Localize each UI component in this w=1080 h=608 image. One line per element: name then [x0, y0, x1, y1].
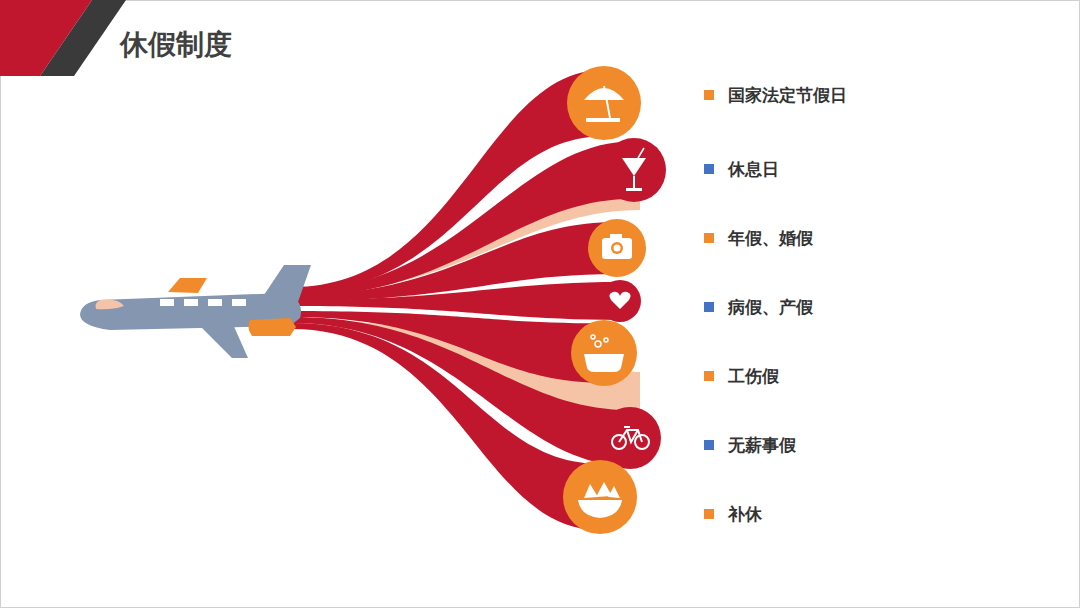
cocktail-icon	[622, 148, 646, 191]
bowl-icon	[578, 482, 622, 518]
icon-circle	[563, 460, 637, 534]
icon-circle	[599, 280, 641, 322]
icon-circle	[567, 66, 641, 140]
top-wing	[168, 278, 207, 293]
bullet-square	[704, 233, 714, 243]
window	[232, 299, 246, 306]
bullet-square	[704, 509, 714, 519]
bicycle-icon	[612, 427, 649, 449]
icon-circles	[563, 66, 666, 534]
cockpit	[96, 300, 125, 310]
ribbons	[292, 70, 640, 531]
heart-icon	[609, 292, 630, 309]
bathtub-icon	[584, 335, 624, 372]
icon-circle	[599, 407, 661, 469]
list-item: 休息日	[728, 158, 779, 181]
list-item: 国家法定节假日	[728, 84, 847, 107]
slide-title: 休假制度	[120, 26, 232, 64]
list-item: 无薪事假	[728, 434, 796, 457]
bullets	[704, 90, 714, 519]
list-item: 病假、产假	[728, 296, 813, 319]
list-item: 补休	[728, 503, 762, 526]
bullet-square	[704, 164, 714, 174]
bullet-square	[704, 440, 714, 450]
bullet-square	[704, 302, 714, 312]
list-item: 年假、婚假	[728, 227, 813, 250]
corner-band	[40, 0, 126, 76]
list-item: 工伤假	[728, 365, 779, 388]
airplane	[80, 265, 311, 358]
window	[184, 299, 198, 306]
icon-circle	[602, 138, 666, 202]
engine	[248, 318, 296, 336]
bullet-square	[704, 90, 714, 100]
icons	[578, 86, 649, 518]
wing	[196, 322, 248, 358]
bullet-square	[704, 371, 714, 381]
camera-icon	[602, 234, 632, 259]
icon-circle	[571, 320, 637, 386]
umbrella-icon	[584, 86, 624, 122]
window	[160, 299, 174, 306]
ribbon	[292, 323, 600, 530]
icon-circle	[588, 219, 646, 277]
window	[208, 299, 222, 306]
